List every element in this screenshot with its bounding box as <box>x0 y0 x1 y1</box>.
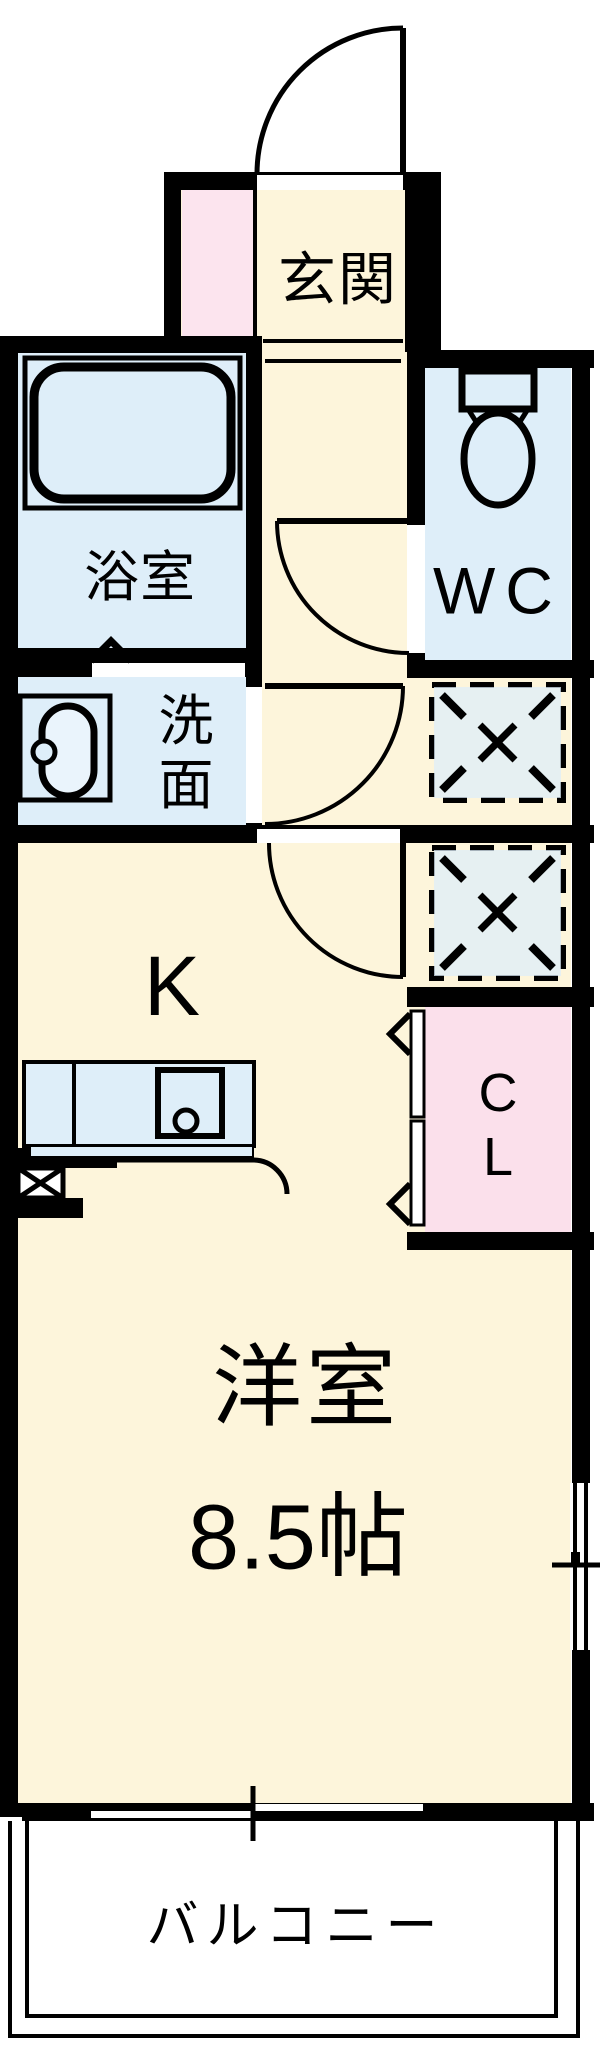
balcony-label: バルコニー <box>146 1897 446 1956</box>
balcony-outer-bottom <box>8 2034 580 2038</box>
entrance-door-arc <box>254 25 404 175</box>
balcony-inner-right <box>554 1821 558 2018</box>
pipe-space-bar-bottom <box>18 1198 83 1218</box>
wall-wc-bottom <box>407 660 594 678</box>
main-room-size-label: 8.5帖 <box>188 1486 408 1589</box>
genkan-step-line-1 <box>263 339 403 343</box>
wall-right-outer-upper <box>572 350 590 1483</box>
genkan-step-line-2 <box>265 359 401 363</box>
wall-right-outer-lower <box>572 1650 590 1820</box>
closet-floor <box>425 1007 571 1232</box>
bottom-window-right-pane <box>253 1804 423 1811</box>
main-room-label: 洋室 <box>212 1337 400 1438</box>
wall-bath-top <box>0 336 262 353</box>
wall-wc-top <box>425 350 594 368</box>
entrance-opening <box>257 175 403 190</box>
wall-hall-wc-upper <box>407 352 425 525</box>
balcony-inner-bottom <box>25 2014 558 2018</box>
closet-label: C L <box>478 1063 518 1187</box>
bathroom-label: 浴室 <box>83 546 197 609</box>
shoebox-divider <box>253 190 257 336</box>
wall-genkan-right <box>405 172 441 352</box>
hall-door-opening <box>257 829 400 843</box>
wall-genkan-left <box>164 172 181 350</box>
wc-door-opening <box>407 525 425 653</box>
kitchen-label: K <box>143 938 201 1033</box>
right-window-opening <box>570 1483 592 1650</box>
washroom-label: 洗 面 <box>158 690 214 816</box>
wall-closet-bottom <box>407 1232 594 1250</box>
wall-closet-top <box>407 987 594 1007</box>
bottom-window-left-pane <box>91 1811 253 1818</box>
wall-left-outer <box>0 336 18 1820</box>
balcony-outer-right <box>576 1821 580 2038</box>
balcony-outer-left <box>8 1821 12 2038</box>
genkan-label: 玄関 <box>277 247 399 313</box>
washroom-door-opening <box>246 687 262 823</box>
shoebox <box>182 190 253 336</box>
bath-door-opening <box>92 663 245 677</box>
balcony-inner-left <box>25 1821 29 2018</box>
pipe-space-bar-top <box>18 1148 117 1168</box>
wc-label: WC <box>433 553 563 628</box>
